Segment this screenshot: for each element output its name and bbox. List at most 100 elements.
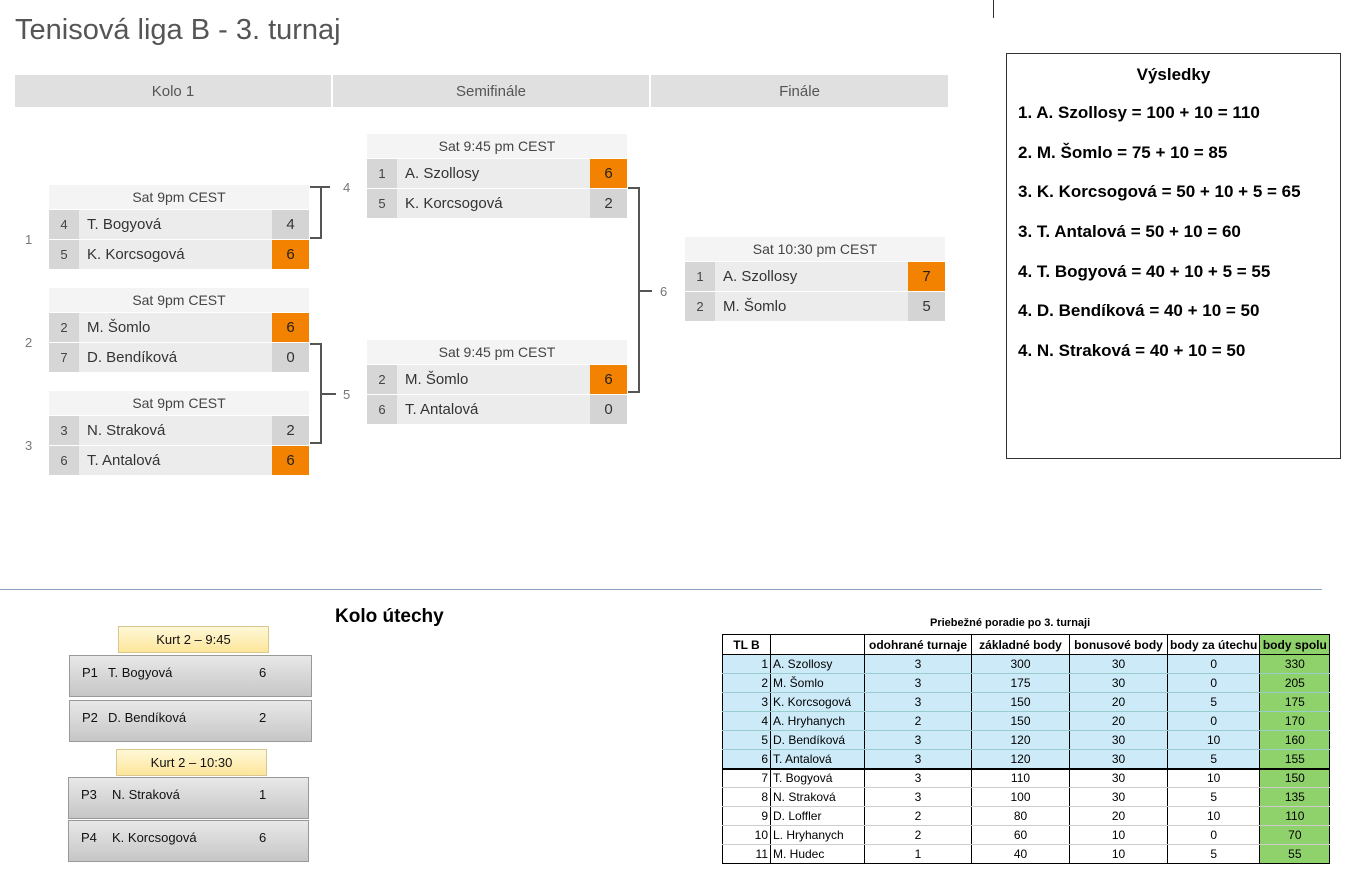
player-slot[interactable]: 1 A. Szollosy 7: [685, 262, 945, 291]
winner-score: 6: [590, 159, 627, 188]
player-score: 0: [272, 343, 309, 372]
player-name: M. Šomlo: [405, 371, 469, 388]
player-name: T. Antalová: [405, 401, 479, 418]
table-cell: 300: [971, 654, 1070, 674]
player-seed: 7: [49, 343, 79, 372]
player-name: K. Korcsogová: [405, 195, 503, 212]
table-cell: 5: [1166, 787, 1261, 807]
table-cell: 20: [1069, 806, 1168, 826]
player-seed: 1: [685, 262, 715, 291]
table-cell: 150: [971, 711, 1070, 731]
table-cell: 10: [1166, 730, 1261, 750]
table-cell: 150: [971, 692, 1070, 712]
standings-title: Priebežné poradie po 3. turnaji: [930, 617, 1091, 629]
table-cell: 120: [971, 730, 1070, 750]
round-header-finale: Finále: [651, 75, 948, 107]
top-divider-line: [993, 0, 994, 18]
result-line: 4. D. Bendíková = 40 + 10 = 50: [1018, 301, 1260, 321]
winner-score: 6: [272, 240, 309, 269]
table-cell: 2: [722, 673, 771, 693]
table-cell: 3: [722, 692, 771, 712]
table-cell: 20: [1069, 692, 1168, 712]
player-name: M. Šomlo: [723, 298, 787, 315]
table-cell: 3: [864, 673, 972, 693]
match-time: Sat 10:30 pm CEST: [685, 237, 945, 261]
table-cell: 170: [1259, 711, 1331, 731]
connector-stub: [320, 393, 336, 395]
player-score: 2: [272, 416, 309, 445]
player-seed: 2: [367, 365, 397, 394]
player-name: K. Korcsogová: [112, 830, 197, 845]
table-cell: 205: [1259, 673, 1331, 693]
table-cell: 110: [1259, 806, 1331, 826]
player-slot[interactable]: 7 D. Bendíková 0: [49, 343, 309, 372]
round-header-semifinale: Semifinále: [333, 75, 649, 107]
table-cell: N. Straková: [770, 787, 865, 807]
position-label: P4: [81, 830, 97, 845]
table-cell: 3: [864, 749, 972, 770]
table-cell: D. Loffler: [770, 806, 865, 826]
table-cell: 120: [971, 749, 1070, 770]
court-label: Kurt 2 – 9:45: [118, 626, 269, 653]
table-cell: 10: [1069, 844, 1168, 864]
connector-m1-m4: [310, 186, 322, 239]
table-cell: 20: [1069, 711, 1168, 731]
table-cell: 0: [1166, 825, 1261, 845]
table-cell: 9: [722, 806, 771, 826]
table-cell: 30: [1069, 730, 1168, 750]
player-seed: 6: [367, 395, 397, 424]
table-cell: 30: [1069, 673, 1168, 693]
table-cell: 30: [1069, 768, 1168, 788]
table-cell: 160: [1259, 730, 1331, 750]
table-cell: T. Bogyová: [770, 768, 865, 788]
table-cell: M. Hudec: [770, 844, 865, 864]
table-cell: 4: [722, 711, 771, 731]
player-seed: 3: [49, 416, 79, 445]
player-name: A. Szollosy: [723, 268, 798, 285]
result-line: 3. K. Korcsogová = 50 + 10 + 5 = 65: [1018, 182, 1301, 202]
table-cell: A. Szollosy: [770, 654, 865, 674]
winner-score: 7: [908, 262, 945, 291]
result-line: 2. M. Šomlo = 75 + 10 = 85: [1018, 142, 1228, 162]
table-cell: K. Korcsogová: [770, 692, 865, 712]
player-name: D. Bendíková: [87, 349, 178, 366]
player-name: M. Šomlo: [87, 319, 151, 336]
table-cell: 1: [864, 844, 972, 864]
player-name: A. Szollosy: [405, 165, 480, 182]
round-header-kolo-1: Kolo 1: [15, 75, 331, 107]
table-cell: L. Hryhanych: [770, 825, 865, 845]
table-cell: 5: [1166, 749, 1261, 770]
table-cell: M. Šomlo: [770, 673, 865, 693]
section-divider: [0, 589, 1322, 590]
player-seed: 5: [49, 240, 79, 269]
consolation-row: P1 T. Bogyová 6: [69, 655, 312, 697]
result-line: 3. T. Antalová = 50 + 10 = 60: [1018, 221, 1241, 241]
column-header: [770, 634, 865, 655]
table-cell: 5: [1166, 692, 1261, 712]
